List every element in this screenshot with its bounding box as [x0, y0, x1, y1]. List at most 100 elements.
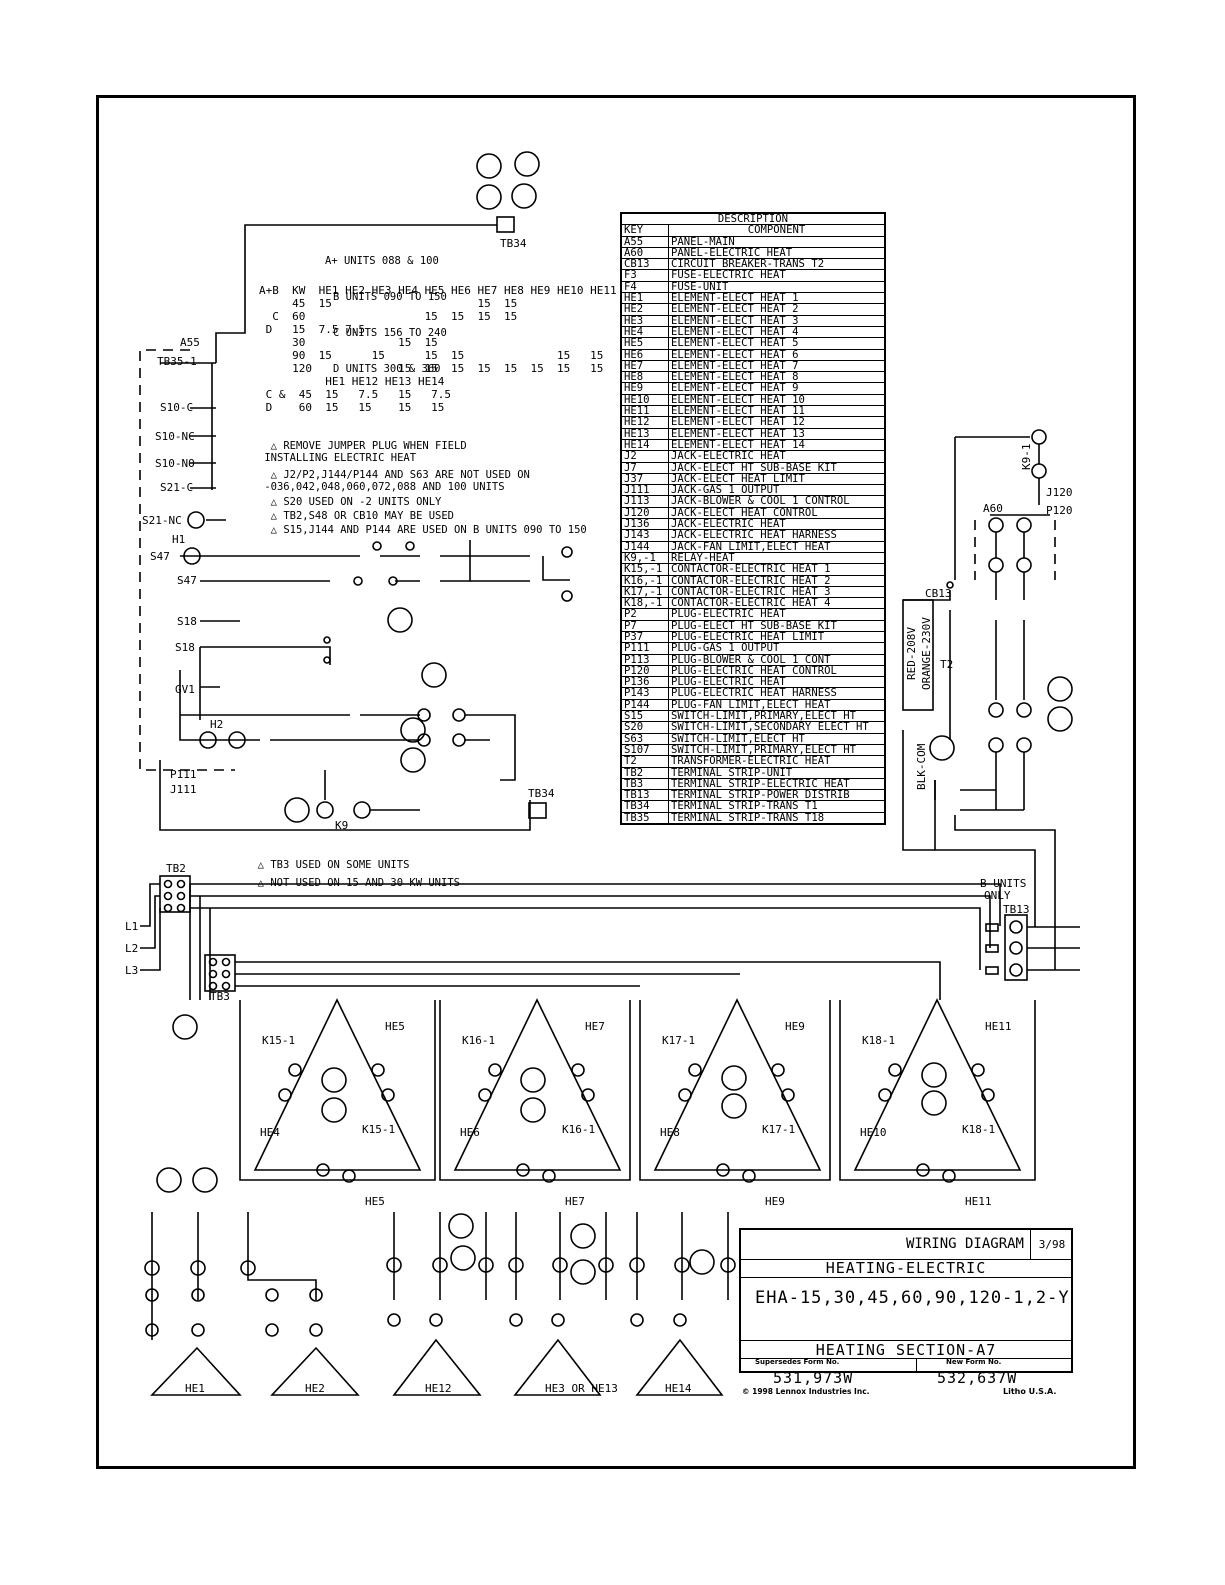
legend-desc: JACK-ELECTRIC HEAT HARNESS	[668, 529, 886, 542]
h1-label: H1	[172, 533, 185, 546]
legend-key: P144	[620, 698, 669, 712]
bank-element-label: HE4	[260, 1126, 280, 1139]
legend-desc: SWITCH-LIMIT,PRIMARY,ELECT HT	[668, 743, 886, 757]
legend-desc: CONTACTOR-ELECTRIC HEAT 4	[668, 597, 886, 610]
legend-key: K18,-1	[620, 597, 669, 610]
k9-label: K9	[335, 819, 348, 832]
legend-key: A60	[620, 246, 669, 260]
legend-desc: CONTACTOR-ELECTRIC HEAT 3	[668, 585, 886, 599]
bank-contactor-label: K16-1	[562, 1123, 595, 1136]
legend-key: J143	[620, 529, 669, 542]
s10no-label: S10-NO	[155, 457, 195, 470]
orange-230v-label: ORANGE-230V	[920, 617, 933, 690]
j111-label: J111	[170, 783, 197, 796]
legend-key: J37	[620, 472, 669, 486]
bank-element-label: HE11	[985, 1020, 1012, 1033]
legend-desc: SWITCH-LIMIT,SECONDARY ELECT HT	[668, 721, 886, 734]
s47-label: S47	[150, 550, 170, 563]
legend-desc: ELEMENT-ELECT HEAT 9	[668, 382, 886, 395]
legend-desc: RELAY-HEAT	[668, 551, 886, 565]
units-line: A+ UNITS 088 & 100	[325, 255, 439, 267]
legend-key: K15,-1	[620, 563, 669, 576]
kw-row: D 60 15 15 15 15	[259, 401, 445, 414]
legend-desc: CIRCUIT BREAKER-TRANS T2	[668, 258, 886, 271]
s10nc-label: S10-NC	[155, 430, 195, 443]
legend-key: P7	[620, 619, 669, 632]
bank-contactor-label: K17-1	[662, 1034, 695, 1047]
legend-key: A55	[620, 235, 669, 248]
wiring-diagram-title: WIRING DIAGRAM	[741, 1230, 1031, 1259]
gv1-label: GV1	[175, 683, 195, 696]
tb34b-label: TB34	[528, 787, 555, 800]
bank-element-label: HE10	[860, 1126, 887, 1139]
kw-row: C 60 15 15 15 15	[259, 310, 518, 323]
legend-desc: ELEMENT-ELECT HEAT 13	[668, 427, 886, 440]
legend-key: J120	[620, 506, 669, 520]
legend-desc: TRANSFORMER-ELECTRIC HEAT	[668, 755, 886, 768]
p111-label: P111	[170, 768, 197, 781]
legend-title-row: DESCRIPTION	[620, 212, 886, 226]
legend-desc: TERMINAL STRIP-POWER DISTRIB	[668, 789, 886, 802]
legend-title: DESCRIPTION	[620, 212, 886, 226]
legend-desc: PANEL-MAIN	[668, 235, 886, 248]
legend-key: HE2	[620, 303, 669, 316]
bank-element-label: HE9	[785, 1020, 805, 1033]
note-6: △ TB3 USED ON SOME UNITS	[257, 859, 410, 871]
legend-key: HE3	[620, 314, 669, 327]
legend-desc: PANEL-ELECTRIC HEAT	[668, 246, 886, 260]
bank-element-label: HE6	[460, 1126, 480, 1139]
legend-key: J136	[620, 518, 669, 531]
legend-desc: PLUG-FAN LIMIT,ELECT HEAT	[668, 698, 886, 712]
b-units-only-label: ONLY	[984, 889, 1011, 902]
legend-key: J111	[620, 484, 669, 497]
l3-label: L3	[125, 964, 138, 977]
legend-desc: ELEMENT-ELECT HEAT 2	[668, 303, 886, 316]
legend-key: HE11	[620, 405, 669, 418]
legend-key: T2	[620, 755, 669, 768]
units-list: A+ UNITS 088 & 100 B UNITS 090 TO 150 C …	[325, 231, 447, 387]
note-5: △ S15,J144 AND P144 ARE USED ON B UNITS …	[270, 524, 587, 536]
legend-key: J144	[620, 540, 669, 553]
legend-desc: PLUG-ELECTRIC HEAT HARNESS	[668, 687, 886, 700]
bank-element-label: HE7	[565, 1195, 585, 1208]
t2-label: T2	[940, 658, 953, 671]
heating-electric-heading: HEATING-ELECTRIC	[825, 1259, 987, 1277]
tb2-label: TB2	[166, 862, 186, 875]
legend-key: P37	[620, 630, 669, 644]
note-3: △ S20 USED ON -2 UNITS ONLY	[270, 496, 442, 508]
legend-desc: JACK-ELECT HT SUB-BASE KIT	[668, 461, 886, 474]
legend-desc: ELEMENT-ELECT HEAT 10	[668, 393, 886, 407]
s18b-label: S18	[175, 641, 195, 654]
j120-label: J120	[1046, 486, 1073, 499]
tb35-label: TB35-1	[157, 355, 197, 368]
bank-element-label: HE8	[660, 1126, 680, 1139]
bank-contactor-label: K18-1	[862, 1034, 895, 1047]
kw-row: 45 15 15 15	[259, 297, 518, 310]
red-208v-label: RED-208V	[905, 627, 918, 680]
legend-desc: TERMINAL STRIP-TRANS T1	[668, 800, 886, 813]
lower-bank-element-label: HE12	[425, 1382, 452, 1395]
warning-triangle-icon: △	[270, 510, 277, 522]
legend-key: TB35	[620, 811, 669, 825]
revision-date: 3/98	[1038, 1238, 1066, 1251]
warning-triangle-icon: △	[270, 524, 277, 536]
